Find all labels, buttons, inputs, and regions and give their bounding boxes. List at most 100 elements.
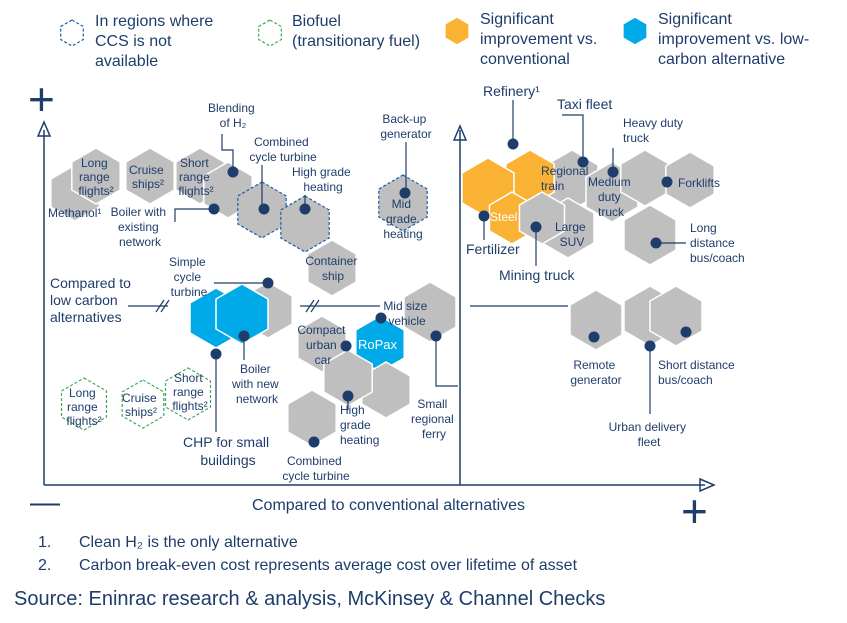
label-boiler-new-network: Boiler with new network (231, 362, 282, 406)
marker-boiler-existing-network (208, 203, 220, 215)
hex-long-range-flights-biofuel (60, 377, 108, 431)
label-ropax: RoPax (358, 337, 398, 352)
label-forklifts: Forklifts (678, 176, 720, 190)
leader-blending-h2 (221, 134, 234, 170)
x-axis-minus-symbol: — (30, 486, 60, 519)
axis-break-mark-left (155, 299, 170, 313)
legend-biofuel-hex-icon (258, 19, 282, 47)
label-medium-duty-truck: Medium duty truck (588, 175, 634, 219)
label-mid-grade-heating: Mid grade heating (383, 197, 422, 241)
label-backup-generator: Back-up generator (380, 112, 431, 141)
source-note: Source: Eninrac research & analysis, McK… (14, 588, 605, 610)
marker-high-grade-heating-top (299, 203, 311, 215)
x-axis-plus-symbol: + (681, 485, 708, 537)
footnote-1-number: 1. (38, 534, 51, 551)
quadrant-top-left: Long range flights² Methanol¹ Cruise shi… (48, 101, 432, 297)
label-mid-size-vehicle: Mid size vehicle (383, 299, 430, 328)
hex-mid-size-vehicle (403, 281, 457, 343)
marker-long-distance-bus (650, 237, 662, 249)
label-regional-train: Regional train (541, 164, 592, 193)
marker-remote-generator (588, 331, 600, 343)
label-urban-delivery-fleet: Urban delivery fleet (609, 420, 690, 449)
label-fertilizer: Fertilizer (466, 241, 520, 257)
y-axis-plus-symbol: + (28, 73, 55, 125)
legend: In regions where CCS is not available Bi… (60, 11, 814, 70)
label-combined-cycle-turbine-top: Combined cycle turbine (249, 135, 317, 164)
legend-significant-conventional-hex-icon (444, 16, 470, 46)
hex-boiler-new-network (215, 283, 269, 345)
label-long-range-flights-biofuel: Long range flights² (66, 386, 101, 428)
hex-high-grade-heating-top (280, 195, 330, 253)
label-high-grade-heating-bottom: High grade heating (340, 403, 379, 447)
marker-blending-h2 (227, 166, 239, 178)
label-small-regional-ferry: Small regional ferry (411, 397, 457, 441)
label-steel: Steel (490, 210, 517, 224)
leader-small-regional-ferry (435, 338, 458, 387)
marker-high-grade-heating-bottom (342, 390, 354, 402)
marker-mid-size-vehicle (375, 312, 387, 324)
marker-combined-cycle-turbine-bottom (308, 436, 320, 448)
marker-simple-cycle-turbine (262, 277, 274, 289)
footnote-1-text: Clean H₂ is the only alternative (79, 534, 298, 551)
marker-forklifts (661, 176, 673, 188)
label-short-range-flights: Short range flights² (178, 156, 213, 198)
label-simple-cycle-turbine: Simple cycle turbine (169, 255, 209, 299)
hex-mid-grade-heating (378, 174, 428, 232)
axis-break-mark-mid (305, 299, 320, 313)
marker-taxi-fleet (577, 156, 589, 168)
label-long-distance-bus: Long distance bus/coach (690, 221, 745, 265)
divider-arrow-icon (452, 124, 468, 141)
label-high-grade-heating-top: High grade heating (292, 165, 354, 194)
y-axis-title: Compared to low carbon alternatives (50, 275, 135, 325)
hex-long-range-flights (71, 147, 121, 205)
label-container-ship: Container ship (305, 254, 360, 283)
leader-taxi-fleet (562, 114, 584, 160)
marker-chp-small-buildings (210, 348, 222, 360)
legend-significant-lowcarbon-hex-icon (622, 16, 648, 46)
label-long-range-flights: Long range flights² (78, 156, 113, 198)
label-refinery: Refinery¹ (483, 83, 540, 99)
label-large-suv: Large SUV (555, 220, 589, 249)
hex-remote-generator (569, 289, 623, 351)
label-compact-urban-car: Compact urban car (297, 323, 348, 367)
legend-ccs-hex-icon (60, 19, 84, 47)
label-remote-generator: Remote generator (570, 358, 621, 387)
legend-biofuel-label: Biofuel (transitionary fuel) (292, 13, 420, 50)
quadrant-bottom-left: Simple cycle turbine Boiler with new net… (60, 255, 458, 483)
marker-combined-cycle-turbine-top (258, 203, 270, 215)
marker-urban-delivery-fleet (644, 340, 656, 352)
hex-long-distance-bus (623, 204, 677, 266)
hex-mining-truck (518, 191, 566, 245)
x-axis-arrow-icon (699, 477, 716, 493)
marker-boiler-new-network (238, 330, 250, 342)
hex-container-ship (307, 239, 357, 297)
axes: + + — Compared to conventional alternati… (28, 73, 716, 537)
hex-short-range-flights-biofuel (164, 367, 212, 421)
label-methanol: Methanol¹ (48, 206, 101, 220)
quadrant-bottom-right: Remote generator Short distance bus/coac… (569, 285, 738, 449)
y-axis-arrow-icon (36, 120, 52, 137)
marker-mid-grade-heating (399, 187, 411, 199)
label-combined-cycle-turbine-bottom: Combined cycle turbine (282, 454, 350, 483)
x-axis-title: Compared to conventional alternatives (252, 497, 525, 514)
legend-ccs-label: In regions where CCS is not available (95, 13, 218, 70)
footnote-2-number: 2. (38, 557, 51, 574)
label-taxi-fleet: Taxi fleet (557, 96, 612, 112)
leader-boiler-existing-network (174, 208, 213, 222)
footnotes: 1. Clean H₂ is the only alternative 2. C… (38, 534, 578, 574)
marker-heavy-duty-truck (607, 166, 619, 178)
legend-significant-lowcarbon-label: Significant improvement vs. low- carbon … (658, 11, 814, 68)
quadrant-top-right: Refinery¹ Taxi fleet Heavy duty truck Re… (461, 83, 745, 283)
marker-mining-truck (530, 221, 542, 233)
marker-small-regional-ferry (430, 330, 442, 342)
label-short-range-flights-biofuel: Short range flights² (172, 371, 207, 413)
label-short-distance-bus: Short distance bus/coach (658, 358, 738, 387)
hex-forklifts (665, 151, 715, 209)
marker-short-distance-bus (680, 326, 692, 338)
marker-fertilizer (478, 210, 490, 222)
label-chp-small-buildings: CHP for small buildings (183, 434, 273, 468)
label-heavy-duty-truck: Heavy duty truck (623, 116, 686, 145)
label-mining-truck: Mining truck (499, 267, 575, 283)
label-blending-h2: Blending of H₂ (208, 101, 258, 130)
